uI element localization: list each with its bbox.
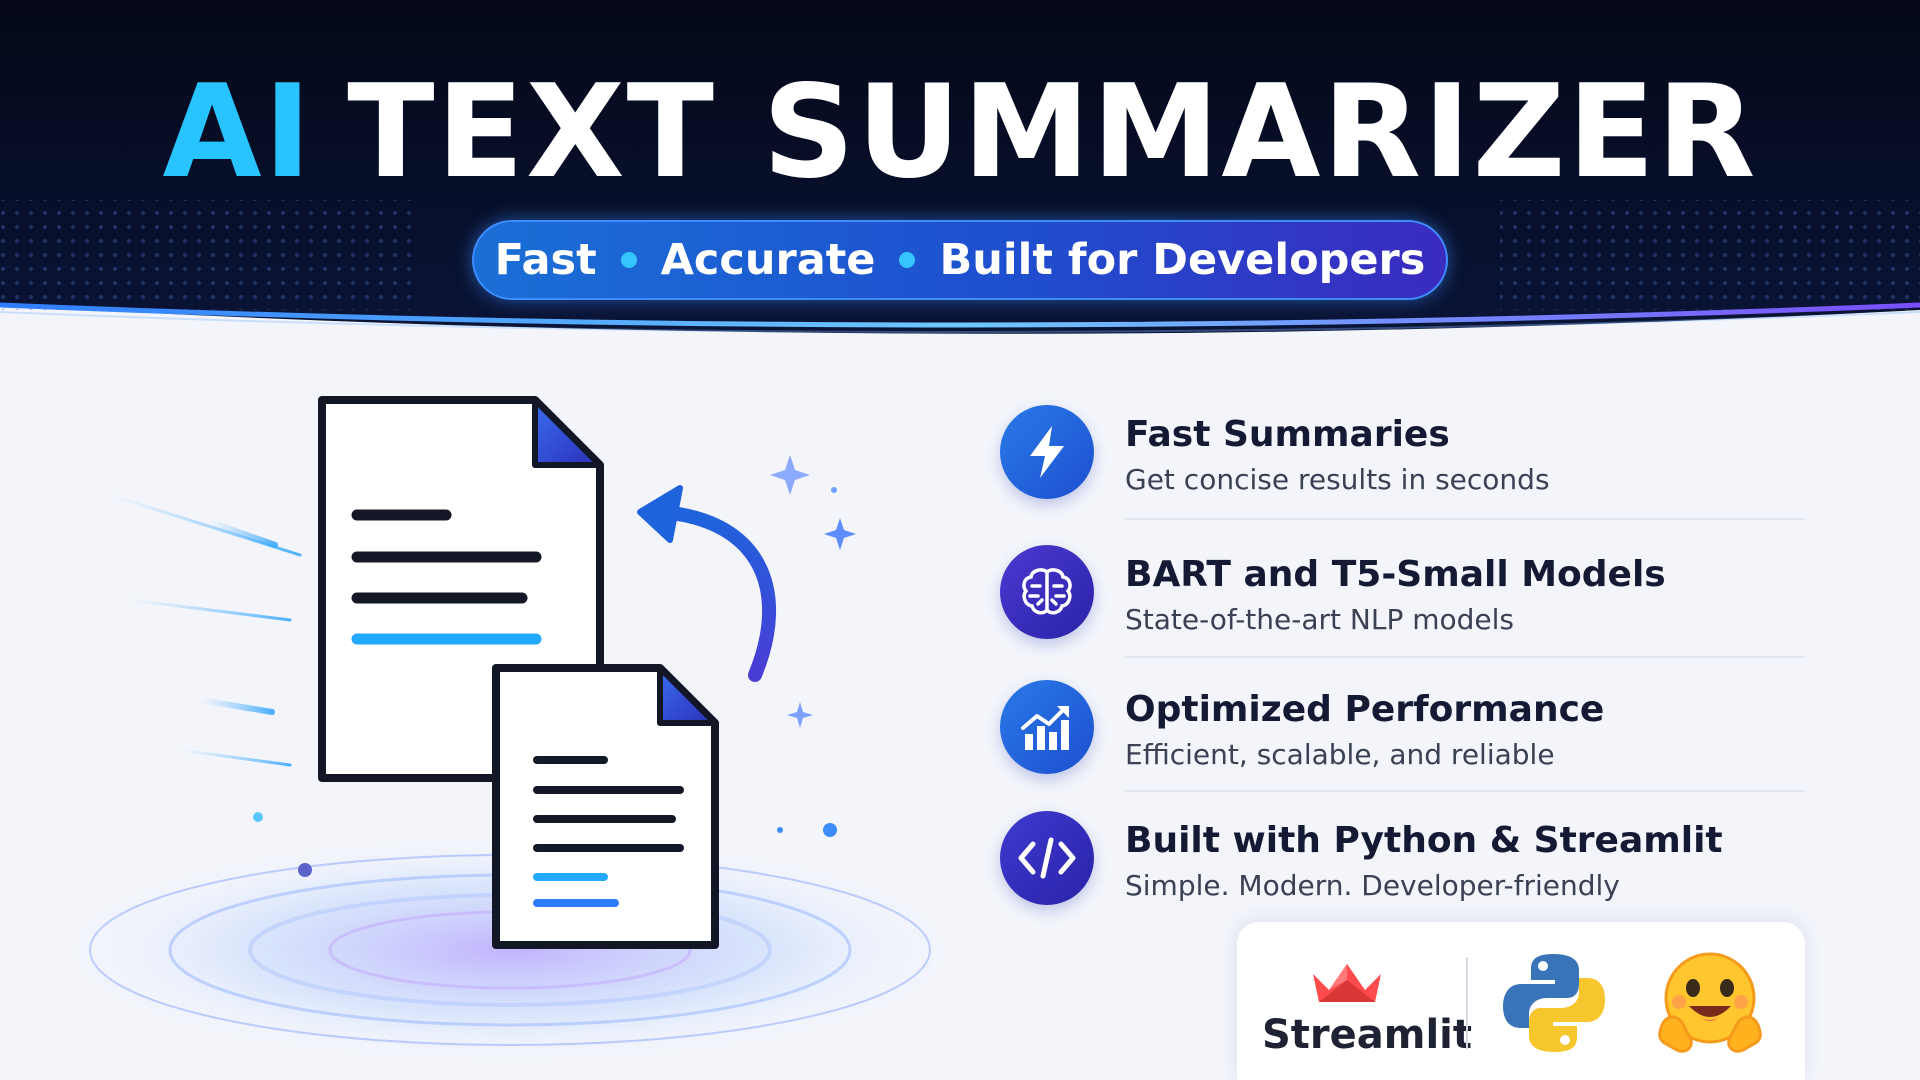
feature-performance: Optimized Performance Efficient, scalabl… — [1000, 675, 1800, 785]
spark-dot — [253, 812, 263, 822]
bullet-dot-icon — [620, 252, 637, 268]
feature-python-streamlit: Built with Python & Streamlit Simple. Mo… — [1000, 806, 1800, 916]
chart-icon — [1000, 680, 1094, 774]
lightning-icon — [1000, 405, 1094, 499]
tagline-item-fast: Fast — [494, 235, 597, 285]
summarize-illustration — [70, 396, 950, 1060]
title-accent: AI — [162, 58, 314, 207]
tech-logos-panel: Streamlit — [1237, 922, 1805, 1080]
tagline-pill: Fast Accurate Built for Developers — [472, 220, 1448, 300]
summary-document — [492, 664, 719, 949]
feature-divider — [1125, 790, 1805, 792]
feature-description: Simple. Modern. Developer-friendly — [1125, 869, 1620, 902]
spark-dot — [777, 827, 783, 833]
streamlit-logo — [1313, 964, 1381, 1002]
hugging-face-logo — [1658, 952, 1762, 1053]
bullet-dot-icon — [899, 252, 916, 268]
feature-title: Fast Summaries — [1125, 414, 1450, 455]
tagline-item-accurate: Accurate — [660, 235, 876, 285]
speed-streaks — [89, 493, 302, 767]
brain-icon — [1000, 545, 1094, 639]
feature-title: BART and T5-Small Models — [1125, 554, 1666, 595]
sparkle-icons — [770, 455, 856, 728]
feature-fast-summaries: Fast Summaries Get concise results in se… — [1000, 400, 1800, 510]
feature-divider — [1125, 518, 1805, 520]
feature-divider — [1125, 656, 1805, 658]
feature-title: Optimized Performance — [1125, 689, 1605, 730]
spark-dot — [823, 823, 837, 837]
glow-base — [70, 840, 950, 1060]
python-logo — [1503, 954, 1605, 1052]
title-rest: TEXT SUMMARIZER — [347, 58, 1758, 207]
feature-models: BART and T5-Small Models State-of-the-ar… — [1000, 540, 1800, 650]
spark-dot — [298, 863, 312, 877]
feature-description: State-of-the-art NLP models — [1125, 603, 1515, 636]
feature-description: Get concise results in seconds — [1125, 463, 1550, 496]
logo-separator — [1466, 957, 1468, 1049]
spark-dot — [831, 487, 837, 493]
feature-description: Efficient, scalable, and reliable — [1125, 738, 1555, 771]
summarize-arrow-icon — [637, 485, 776, 682]
code-icon — [1000, 811, 1094, 905]
feature-title: Built with Python & Streamlit — [1125, 820, 1723, 861]
streamlit-label: Streamlit — [1262, 1012, 1472, 1058]
tagline-item-developers: Built for Developers — [939, 235, 1426, 285]
